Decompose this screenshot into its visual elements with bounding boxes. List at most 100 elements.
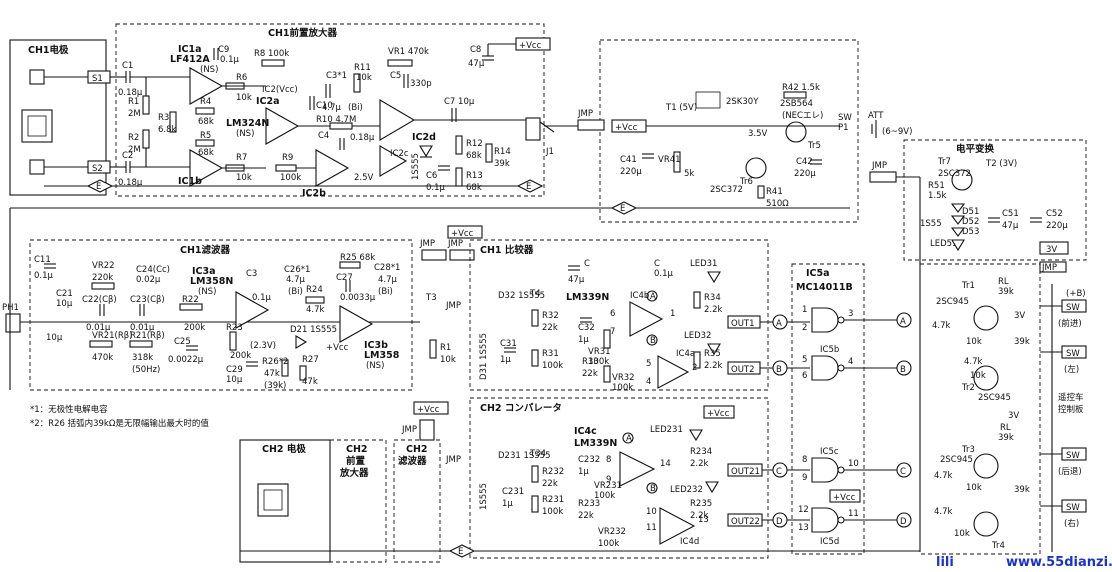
ic2a-opamp <box>265 107 300 145</box>
svg-text:R6: R6 <box>236 73 247 83</box>
ch1-electrode-pad-bot <box>29 159 45 175</box>
ch1-electrode-pad-mid <box>21 109 53 143</box>
svg-text:0.1μ: 0.1μ <box>654 269 674 279</box>
svg-text:39k: 39k <box>998 287 1014 297</box>
svg-text:C: C <box>654 259 660 269</box>
tr3-transistor <box>973 453 999 479</box>
svg-text:(Bi): (Bi) <box>378 287 393 297</box>
svg-text:CH1滤波器: CH1滤波器 <box>180 244 231 256</box>
svg-text:2.2k: 2.2k <box>704 361 723 371</box>
svg-text:(39k): (39k) <box>264 381 286 391</box>
svg-text:68k: 68k <box>198 117 214 127</box>
svg-text:E: E <box>96 182 101 192</box>
svg-text:(NECエレ): (NECエレ) <box>782 111 823 121</box>
svg-text:10: 10 <box>848 459 859 469</box>
ph1-jack <box>5 313 21 333</box>
svg-text:D: D <box>900 517 907 527</box>
svg-text:(左): (左) <box>1064 364 1079 375</box>
svg-text:0.01μ: 0.01μ <box>130 323 155 333</box>
ch2-electrode-block <box>239 439 331 563</box>
svg-text:C3*1: C3*1 <box>326 71 347 81</box>
jmp-ch2 <box>419 419 435 441</box>
svg-text:LM339N: LM339N <box>566 292 609 303</box>
svg-text:R231: R231 <box>542 495 564 505</box>
ic4c-comparator <box>619 451 656 487</box>
ch1-electrode-pad-top <box>29 69 45 85</box>
svg-text:E: E <box>458 547 463 557</box>
svg-text:Tr7: Tr7 <box>937 157 951 167</box>
svg-text:D231 1S555: D231 1S555 <box>498 451 551 461</box>
svg-text:+Vcc: +Vcc <box>707 409 730 419</box>
svg-text:4.7k: 4.7k <box>306 305 325 315</box>
svg-text:R24: R24 <box>306 285 323 295</box>
svg-text:0.18μ: 0.18μ <box>118 88 143 98</box>
svg-text:R41: R41 <box>766 187 783 197</box>
svg-text:J1: J1 <box>545 147 554 157</box>
svg-text:Tr2: Tr2 <box>961 383 975 393</box>
svg-text:(NS): (NS) <box>198 287 216 297</box>
svg-text:遥控车: 遥控车 <box>1058 392 1084 403</box>
svg-text:R11: R11 <box>354 63 371 73</box>
svg-text:Tr1: Tr1 <box>961 281 975 291</box>
svg-text:D: D <box>776 517 783 527</box>
s2-label: S2 <box>92 164 103 174</box>
svg-text:R27: R27 <box>302 355 319 365</box>
svg-text:A: A <box>626 434 632 444</box>
svg-text:4.7μ: 4.7μ <box>378 275 398 285</box>
svg-text:JMP: JMP <box>577 109 593 119</box>
svg-text:RL: RL <box>998 277 1009 287</box>
svg-text:1μ: 1μ <box>578 467 589 477</box>
svg-text:R26*2: R26*2 <box>262 357 288 367</box>
svg-text:C8: C8 <box>470 45 481 55</box>
svg-text:VR41: VR41 <box>658 155 681 165</box>
svg-text:电平变换: 电平变换 <box>956 143 995 155</box>
svg-text:IC2(Vcc): IC2(Vcc) <box>262 85 298 95</box>
svg-text:220μ: 220μ <box>620 167 642 177</box>
svg-text:0.1μ: 0.1μ <box>252 293 272 303</box>
tr1-transistor <box>973 305 999 331</box>
svg-text:9: 9 <box>802 473 807 483</box>
svg-text:T1 (5V): T1 (5V) <box>665 103 697 113</box>
svg-text:RL: RL <box>1000 423 1011 433</box>
svg-text:100k: 100k <box>612 383 633 393</box>
svg-text:(NS): (NS) <box>366 361 384 371</box>
svg-text:R232: R232 <box>542 467 564 477</box>
svg-text:220μ: 220μ <box>1046 221 1068 231</box>
svg-text:VR231: VR231 <box>594 481 622 491</box>
svg-text:R10 4.7M: R10 4.7M <box>316 115 356 125</box>
svg-text:T2 (3V): T2 (3V) <box>985 159 1017 169</box>
svg-text:C23(Cβ): C23(Cβ) <box>130 295 165 305</box>
svg-text:C21: C21 <box>56 289 73 299</box>
svg-text:VR31: VR31 <box>588 347 611 357</box>
svg-text:220k: 220k <box>92 273 113 283</box>
jmp-power <box>577 119 605 131</box>
svg-text:(50Hz): (50Hz) <box>132 365 160 375</box>
footnote-1: *1：无极性电解电容 <box>30 404 108 415</box>
svg-text:1μ: 1μ <box>502 499 513 509</box>
svg-text:VR21(Rβ): VR21(Rβ) <box>92 331 133 341</box>
svg-text:T4: T4 <box>529 289 541 299</box>
svg-text:C3: C3 <box>246 269 257 279</box>
svg-text:47μ: 47μ <box>1002 221 1019 231</box>
svg-text:OUT22: OUT22 <box>731 517 760 527</box>
ch2-filter-block <box>393 439 441 563</box>
svg-text:SW: SW <box>1066 451 1080 461</box>
svg-text:4: 4 <box>848 357 853 367</box>
watermark: www.55dianzi.com <box>1006 555 1112 570</box>
tr2-transistor <box>973 365 999 391</box>
svg-text:39k: 39k <box>494 159 510 169</box>
svg-text:C27: C27 <box>336 273 353 283</box>
svg-text:VR32: VR32 <box>612 373 635 383</box>
svg-text:(Bi): (Bi) <box>348 103 363 113</box>
svg-text:IC5c: IC5c <box>820 447 839 457</box>
svg-text:10k: 10k <box>236 173 252 183</box>
svg-text:R23: R23 <box>226 323 243 333</box>
svg-text:2M: 2M <box>128 145 141 155</box>
svg-text:1S555: 1S555 <box>411 153 421 180</box>
nand-gate-block <box>791 263 865 555</box>
svg-text:D53: D53 <box>962 227 979 237</box>
jmp-level-shift <box>869 171 897 183</box>
svg-text:CH2 コンパレータ: CH2 コンパレータ <box>480 402 562 414</box>
svg-text:R14: R14 <box>494 147 511 157</box>
svg-text:R34: R34 <box>704 293 721 303</box>
